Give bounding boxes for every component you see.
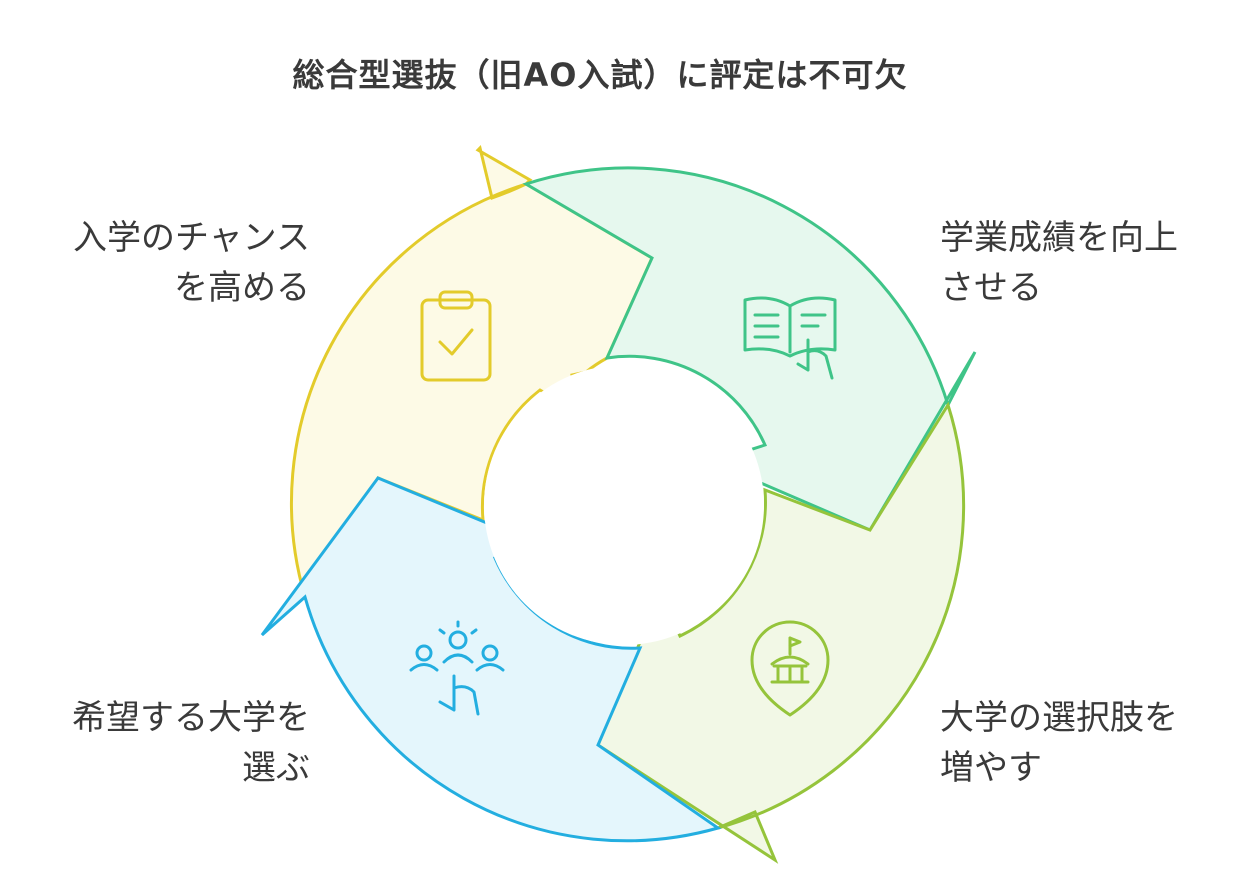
step-label-choose-university: 希望する大学を 選ぶ [20, 693, 310, 793]
step-label-line: を高める [174, 268, 310, 308]
step-label-line: 入学のチャンス [73, 218, 310, 258]
segment-more-choices [596, 401, 966, 864]
step-label-more-choices: 大学の選択肢を 増やす [940, 693, 1240, 793]
arrow-lightgreen [596, 401, 966, 864]
clipboard-check-icon [420, 290, 492, 382]
step-label-line: 学業成績を向上 [940, 218, 1178, 258]
arrow-yellow [290, 145, 654, 601]
step-label-line: させる [940, 268, 1042, 308]
group-select-icon [409, 620, 505, 716]
center-hole [484, 365, 764, 645]
step-label-improve-grades: 学業成績を向上 させる [940, 213, 1240, 313]
step-label-line: 増やす [940, 748, 1042, 788]
step-label-line: 選ぶ [242, 748, 310, 788]
segment-enter-chance [290, 145, 654, 601]
university-location-icon [750, 620, 830, 717]
step-label-line: 大学の選択肢を [940, 698, 1178, 738]
step-label-line: 希望する大学を [72, 698, 310, 738]
diagram-title: 総合型選抜（旧AO入試）に評定は不可欠 [292, 56, 908, 94]
step-label-enter-chance: 入学のチャンス を高める [20, 213, 310, 313]
open-book-pointer-icon [743, 296, 837, 380]
